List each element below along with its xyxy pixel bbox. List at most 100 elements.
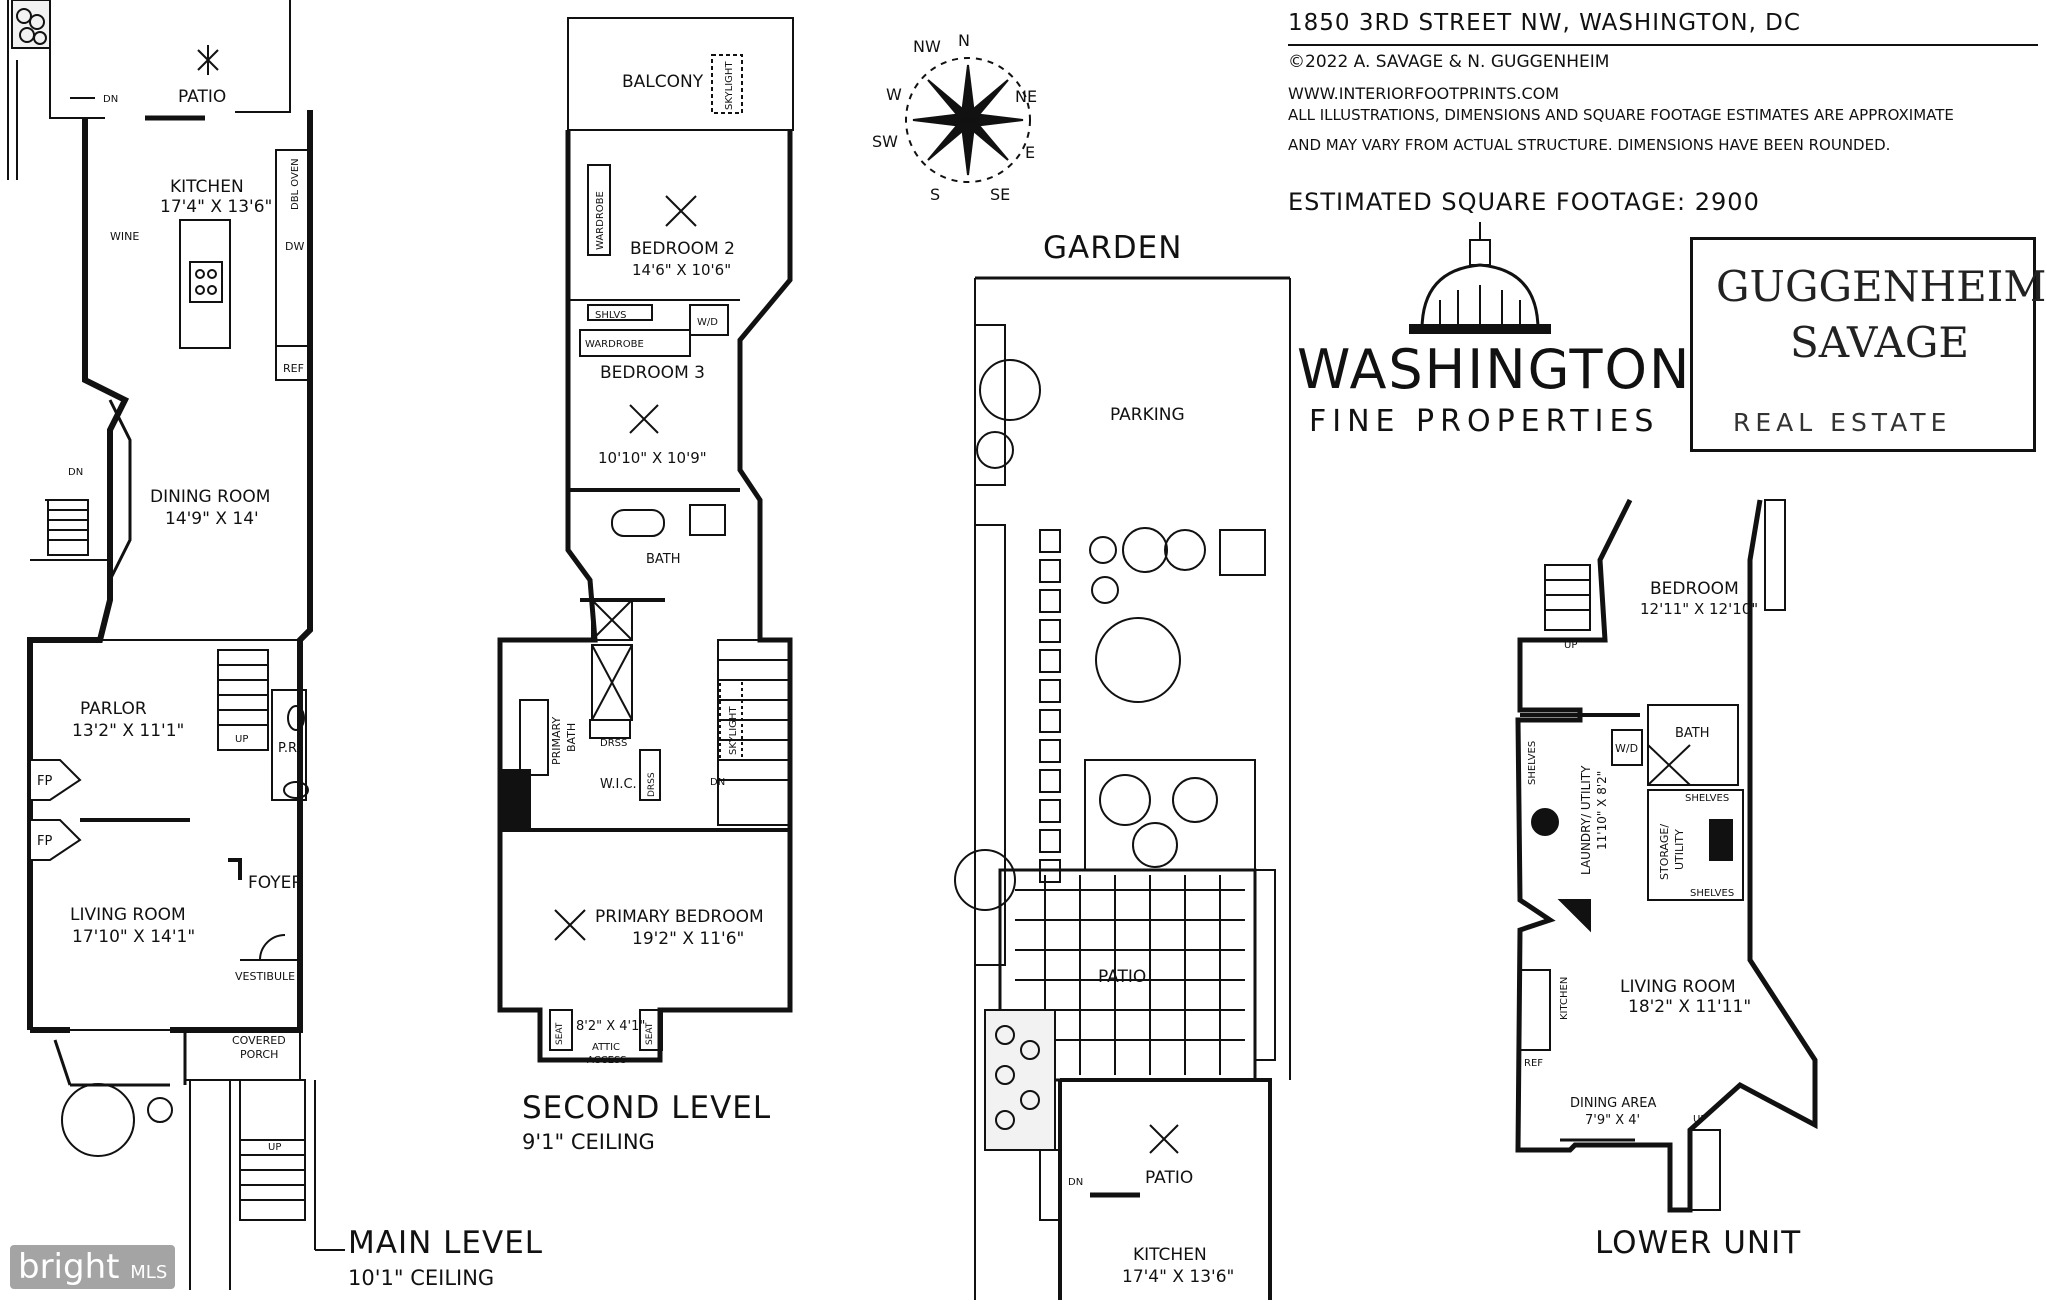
main-covered-label: COVERED [232, 1034, 286, 1047]
lower-laundry-2: 11'10" X 8'2" [1595, 771, 1609, 850]
compass-w: W [886, 85, 902, 104]
main-pr-label: P.R. [278, 741, 301, 756]
garden-parking-label: PARKING [1110, 405, 1185, 425]
lower-bedroom-label: BEDROOM [1650, 579, 1739, 599]
main-dn-label: DN [103, 94, 118, 105]
second-seat1-label: SEAT [555, 1022, 565, 1045]
second-bedroom2-label: BEDROOM 2 [630, 239, 735, 259]
second-attic-2: ACCESS [587, 1055, 627, 1066]
disclaimer-line-2: AND MAY VARY FROM ACTUAL STRUCTURE. DIME… [1288, 136, 1891, 154]
garden-kitchen-dim: 17'4" X 13'6" [1122, 1267, 1234, 1287]
main-fp1-label: FP [37, 774, 52, 789]
main-dining-label: DINING ROOM [150, 487, 270, 507]
compass-n: N [958, 31, 970, 50]
header-divider [1288, 44, 2038, 46]
lower-living-label: LIVING ROOM [1620, 977, 1736, 997]
lower-unit-plan [1515, 498, 1818, 1213]
second-balcony-label: BALCONY [622, 72, 704, 92]
main-dining-dim: 14'9" X 14' [165, 509, 259, 529]
lower-storage-2: UTILITY [1673, 829, 1686, 870]
main-parlor-label: PARLOR [80, 699, 147, 719]
lower-wd-label: W/D [1615, 742, 1638, 755]
second-bedroom3-label: BEDROOM 3 [600, 363, 705, 383]
compass-se: SE [990, 185, 1010, 204]
second-drss1-label: DRSS [600, 738, 627, 749]
second-level-ceiling: 9'1" CEILING [522, 1130, 655, 1154]
second-wd-label: W/D [697, 317, 718, 328]
main-vestibule-label: VESTIBULE [235, 970, 295, 983]
second-bedroom3-dim: 10'10" X 10'9" [598, 449, 707, 467]
garden-kitchen-label: KITCHEN [1133, 1245, 1207, 1265]
washington-logo-name: WASHINGTON [1297, 338, 1692, 401]
lower-bath-label: BATH [1675, 726, 1710, 741]
gs-logo-line-2: SAVAGE [1790, 318, 1970, 367]
compass-rose [905, 57, 1031, 183]
compass-e: E [1025, 143, 1035, 162]
main-fp2-label: FP [37, 834, 52, 849]
lower-dining-dim: 7'9" X 4' [1585, 1113, 1640, 1128]
gs-logo-line-1: GUGGENHEIM [1716, 262, 2047, 311]
disclaimer-line-1: ALL ILLUSTRATIONS, DIMENSIONS AND SQUARE… [1288, 106, 1954, 124]
lower-unit-title: LOWER UNIT [1595, 1225, 1802, 1261]
watermark-suffix: MLS [130, 1262, 168, 1283]
property-address: 1850 3RD STREET NW, WASHINGTON, DC [1288, 10, 1801, 36]
second-level-title: SECOND LEVEL [522, 1090, 772, 1126]
website-text: WWW.INTERIORFOOTPRINTS.COM [1288, 84, 1560, 103]
second-skylight-label: SKYLIGHT [724, 61, 735, 110]
main-up2-label: UP [268, 1142, 281, 1153]
lower-ref-label: REF [1524, 1058, 1543, 1069]
lower-up-label: UP [1564, 640, 1577, 651]
main-kitchen-dim: 17'4" X 13'6" [160, 197, 272, 217]
main-porch-label: PORCH [240, 1048, 278, 1061]
compass-sw: SW [872, 132, 898, 151]
main-wine-label: WINE [110, 230, 139, 243]
main-ref-label: REF [283, 362, 304, 375]
second-skylight2-label: SKYLIGHT [728, 706, 739, 755]
main-up-label: UP [235, 734, 248, 745]
main-parlor-dim: 13'2" X 11'1" [72, 721, 184, 741]
second-attic-dim: 8'2" X 4'1" [576, 1019, 645, 1034]
second-attic-1: ATTIC [592, 1042, 620, 1053]
main-patio-label: PATIO [178, 87, 226, 107]
main-kitchen-label: KITCHEN [170, 177, 244, 197]
second-bedroom2-dim: 14'6" X 10'6" [632, 261, 731, 279]
lower-shelves-v-label: SHELVES [1527, 741, 1538, 785]
second-wardrobe-v-label: WARDROBE [595, 191, 606, 250]
second-primary-bath-2: BATH [565, 723, 578, 752]
main-level-plan [7, 0, 345, 1290]
bright-mls-watermark: bright MLS [10, 1245, 176, 1289]
capitol-dome-logo [1409, 222, 1551, 334]
lower-bedroom-dim: 12'11" X 12'10" [1640, 600, 1758, 618]
garden-patio2-label: PATIO [1145, 1168, 1193, 1188]
second-shlvs-label: SHLVS [595, 310, 627, 321]
garden-plan [954, 276, 1291, 1300]
square-footage: ESTIMATED SQUARE FOOTAGE: 2900 [1288, 188, 1760, 216]
second-level-plan [497, 17, 794, 1063]
second-primary-bedroom-dim: 19'2" X 11'6" [632, 929, 744, 949]
garden-title: GARDEN [1043, 230, 1183, 266]
compass-ne: NE [1015, 87, 1037, 106]
second-drss2-label: DRSS [647, 772, 657, 797]
main-living-dim: 17'10" X 14'1" [72, 927, 195, 947]
guggenheim-savage-logo [1690, 237, 2036, 452]
lower-shelves2-label: SHELVES [1690, 888, 1734, 899]
second-dn-label: DN [710, 777, 725, 788]
second-primary-bedroom-label: PRIMARY BEDROOM [595, 907, 764, 927]
main-living-label: LIVING ROOM [70, 905, 186, 925]
second-wic-label: W.I.C. [600, 777, 637, 792]
gs-logo-line-3: REAL ESTATE [1733, 408, 1952, 437]
main-dw-label: DW [285, 240, 304, 253]
main-dbl-oven-label: DBL OVEN [290, 158, 301, 210]
lower-shelves1-label: SHELVES [1685, 793, 1729, 804]
lower-kitchen-label: KITCHEN [1559, 977, 1570, 1020]
lower-dining-label: DINING AREA [1570, 1096, 1656, 1111]
compass-s: S [930, 185, 940, 204]
second-seat2-label: SEAT [645, 1022, 655, 1045]
garden-dn-label: DN [1068, 1177, 1083, 1188]
lower-storage-1: STORAGE/ [1658, 824, 1671, 880]
second-wardrobe-h-label: WARDROBE [585, 339, 644, 350]
main-level-ceiling: 10'1" CEILING [348, 1266, 495, 1290]
lower-living-dim: 18'2" X 11'11" [1628, 997, 1751, 1017]
main-level-title: MAIN LEVEL [348, 1225, 544, 1261]
